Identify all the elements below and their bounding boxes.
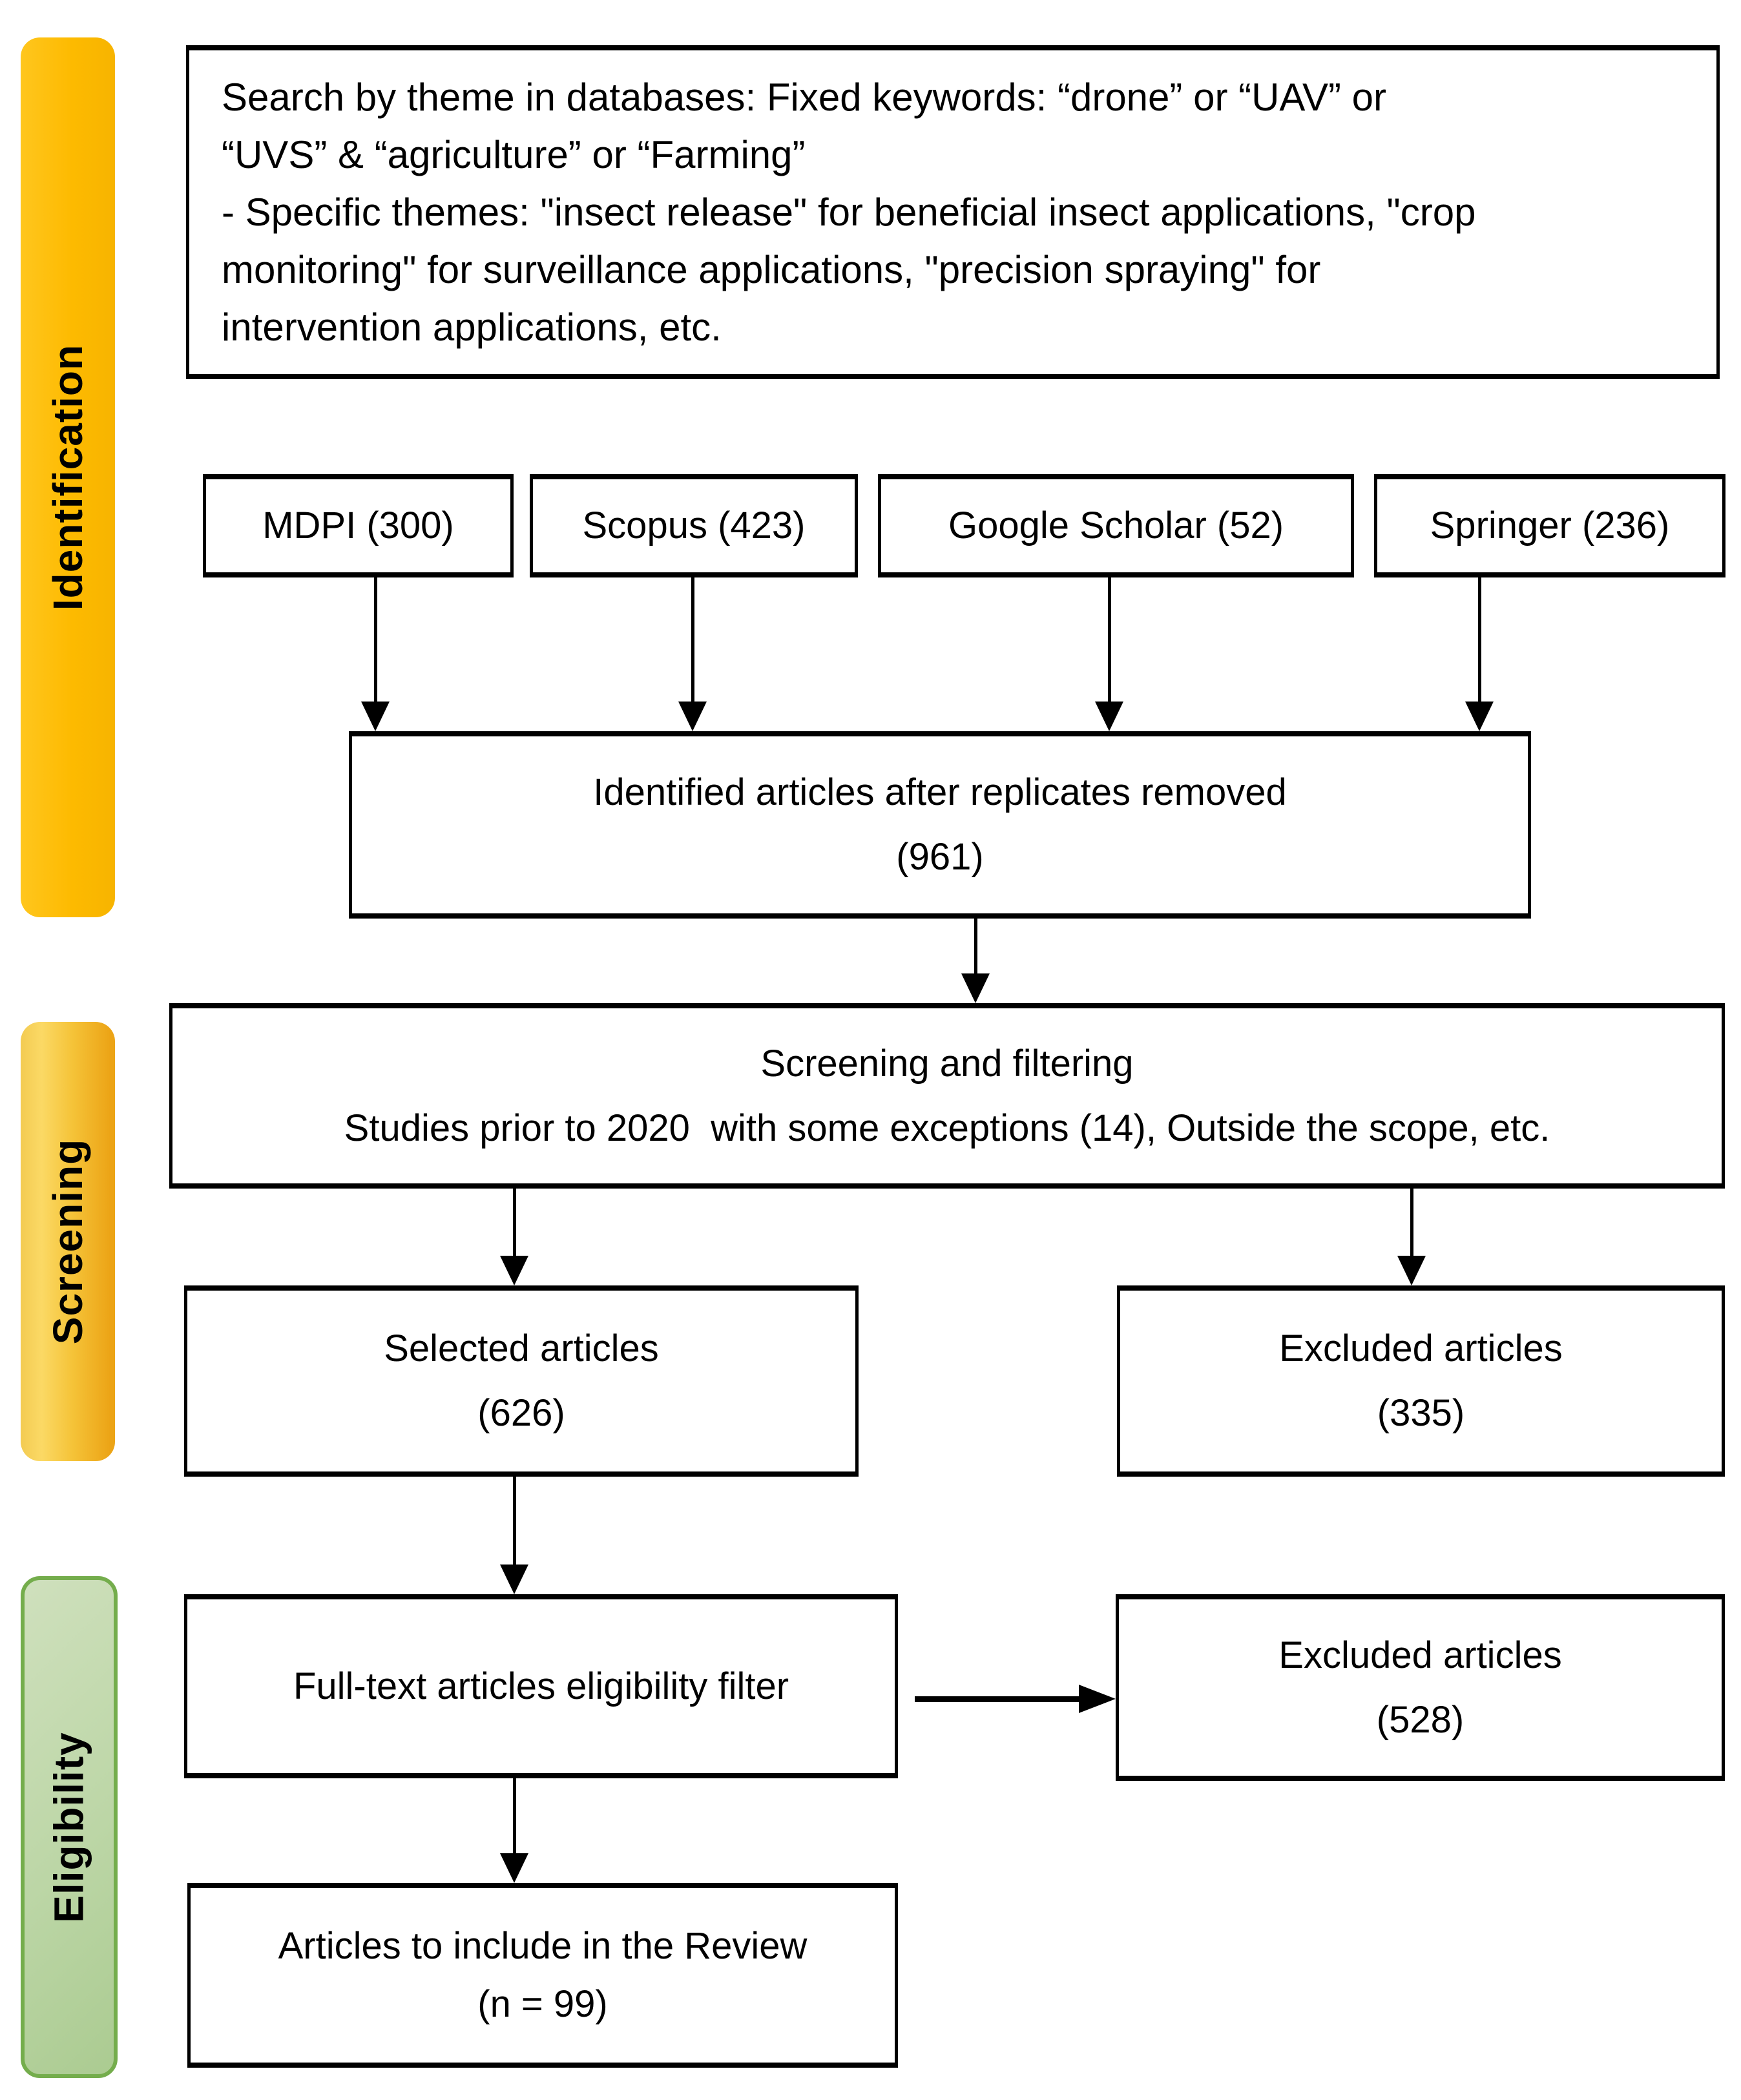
arrow-shaft [1410,1189,1413,1256]
selected-articles-text: Selected articles [384,1327,659,1369]
screening-filtering-title: Screening and filtering [760,1042,1134,1085]
search-strategy-line: - Specific themes: "insect release" for … [222,191,1476,234]
search-strategy-line: “UVS” & “agriculture” or “Farming” [222,133,806,176]
arrow-head [1095,702,1123,731]
selected-articles-count: (626) [477,1392,565,1434]
excluded-articles-screening-box: Excluded articles (335) [1117,1285,1725,1477]
arrow-screening-to-excluded [1397,1189,1426,1285]
excluded-articles-count: (528) [1376,1698,1465,1741]
screening-filtering-criteria: Studies prior to 2020 with some exceptio… [344,1107,1550,1149]
arrow-shaft [915,1696,1079,1702]
identified-articles-box: Identified articles after replicates rem… [349,731,1531,919]
arrow-mdpi-to-identified [361,575,390,731]
arrow-shaft [1477,575,1481,702]
identified-articles-text: Identified articles after replicates rem… [593,771,1287,813]
database-label: Scopus (423) [582,504,806,546]
database-box-google-scholar: Google Scholar (52) [878,474,1354,577]
review-inclusion-box: Articles to include in the Review (n = 9… [187,1883,898,2068]
arrow-head [1397,1256,1426,1285]
excluded-articles-eligibility-box: Excluded articles (528) [1116,1594,1725,1781]
arrow-head [500,1853,528,1883]
search-strategy-line: Search by theme in databases: Fixed keyw… [222,76,1386,119]
arrow-springer-to-identified [1465,575,1494,731]
identified-articles-count: (961) [896,836,984,878]
search-strategy-box: Search by theme in databases: Fixed keyw… [186,45,1720,379]
arrow-shaft [373,575,377,702]
excluded-articles-count: (335) [1377,1392,1465,1434]
arrow-shaft [1107,575,1111,702]
arrow-head [1465,702,1494,731]
search-strategy-line: monitoring" for surveillance application… [222,248,1321,291]
arrow-head [361,702,390,731]
database-label: Springer (236) [1430,504,1670,546]
stage-screening-bar: Screening [21,1022,115,1461]
stage-identification-label: Identification [45,344,91,611]
arrow-fulltext-to-excluded [915,1685,1116,1713]
arrow-shaft [691,575,694,702]
stage-screening-label: Screening [45,1138,91,1345]
excluded-articles-text: Excluded articles [1279,1327,1563,1369]
excluded-articles-text: Excluded articles [1278,1634,1562,1676]
arrow-fulltext-to-review [500,1778,528,1883]
arrow-head [1079,1685,1116,1713]
database-box-springer: Springer (236) [1374,474,1725,577]
database-box-mdpi: MDPI (300) [203,474,514,577]
fulltext-eligibility-label: Full-text articles eligibility filter [293,1665,789,1707]
arrow-selected-to-fulltext [500,1477,528,1594]
arrow-shaft [512,1189,516,1256]
arrow-screening-to-selected [500,1189,528,1285]
arrow-scopus-to-identified [678,575,707,731]
arrow-shaft [512,1477,516,1565]
selected-articles-box: Selected articles (626) [184,1285,859,1477]
database-box-scopus: Scopus (423) [530,474,858,577]
arrow-head [500,1565,528,1594]
arrow-head [678,702,707,731]
review-inclusion-count: (n = 99) [477,1983,608,2025]
stage-identification-bar: Identification [21,37,115,917]
arrow-shaft [512,1778,516,1853]
screening-filtering-box: Screening and filtering Studies prior to… [169,1003,1725,1189]
search-strategy-line: intervention applications, etc. [222,306,722,349]
review-inclusion-text: Articles to include in the Review [278,1925,808,1967]
stage-eligibility-bar: Eligibility [21,1576,118,2078]
arrow-identified-to-screening [961,919,990,1003]
database-label: Google Scholar (52) [948,504,1284,546]
fulltext-eligibility-box: Full-text articles eligibility filter [184,1594,898,1778]
stage-eligibility-label: Eligibility [46,1731,92,1923]
arrow-head [500,1256,528,1285]
arrow-head [961,973,990,1003]
arrow-google-scholar-to-identified [1095,575,1123,731]
arrow-shaft [974,919,977,973]
database-label: MDPI (300) [262,504,454,546]
